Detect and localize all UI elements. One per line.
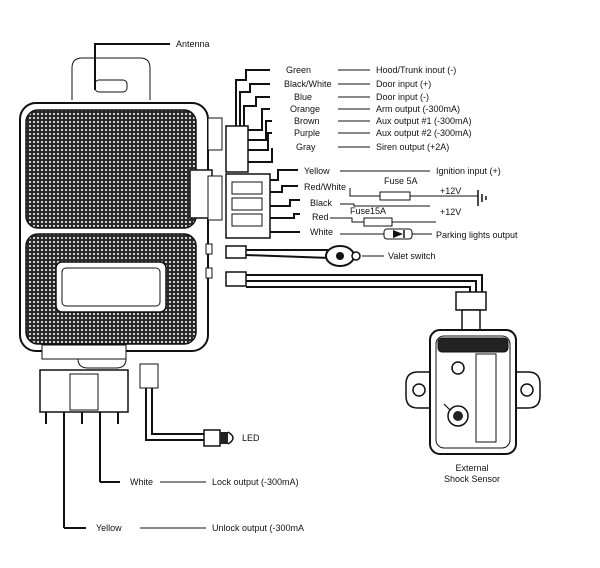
wire-fn-unlock-output: Unlock output (-300mA [212,523,304,533]
wire-color-black: Black [310,198,333,208]
valet-switch-icon [325,245,361,267]
plus-12v-label-b: +12V [440,207,461,217]
led-harness [145,388,228,447]
control-unit [19,57,223,413]
wire-fn-siren: Siren output (+2A) [376,142,449,152]
battery-icon [477,190,487,206]
shock-sensor-label-line1: External [455,463,488,473]
wire-fn-ignition: Ignition input (+) [436,166,501,176]
wire-fn-door-neg: Door input (-) [376,92,429,102]
fuse-5a-label: Fuse 5A [384,176,418,186]
antenna-label: Antenna [176,39,210,49]
fuse-5a [379,191,411,201]
lock-unlock-harness [45,412,120,529]
wire-color-black-white: Black/White [284,79,332,89]
shock-sensor-label-line2: Shock Sensor [444,474,500,484]
wire-color-yellow-unlock: Yellow [96,523,122,533]
wire-color-blue: Blue [294,92,312,102]
valet-switch-label: Valet switch [388,251,435,261]
diode-icon [383,228,413,240]
wire-fn-lock-output: Lock output (-300mA) [212,477,299,487]
wire-fn-parking-lights: Parking lights output [436,230,518,240]
plus-12v-label-a: +12V [440,186,461,196]
wire-fn-hood-trunk: Hood/Trunk inout (-) [376,65,456,75]
wire-color-red: Red [312,212,329,222]
fuse-15a [363,217,393,227]
wire-color-brown: Brown [294,116,320,126]
wire-fn-door-pos: Door input (+) [376,79,431,89]
wire-fn-aux1: Aux output #1 (-300mA) [376,116,472,126]
shock-sensor-harness [225,271,487,333]
wire-color-yellow-ign: Yellow [304,166,330,176]
harness-group-1 [225,69,273,173]
wire-color-orange: Orange [290,104,320,114]
wire-fn-aux2: Aux output #2 (-300mA) [376,128,472,138]
wire-color-white-lock: White [130,477,153,487]
antenna-wire [94,43,170,90]
wire-color-purple: Purple [294,128,320,138]
wire-color-green: Green [286,65,311,75]
valet-switch-connector [225,245,331,259]
wire-color-red-white: Red/White [304,182,346,192]
harness-group-2 [225,169,300,239]
wire-color-white-park: White [310,227,333,237]
led-icon [227,431,234,445]
shock-sensor-device [405,329,541,455]
wire-color-gray: Gray [296,142,316,152]
led-label: LED [242,433,260,443]
fuse-15a-label: Fuse15A [350,206,386,216]
wire-fn-arm-output: Arm output (-300mA) [376,104,460,114]
